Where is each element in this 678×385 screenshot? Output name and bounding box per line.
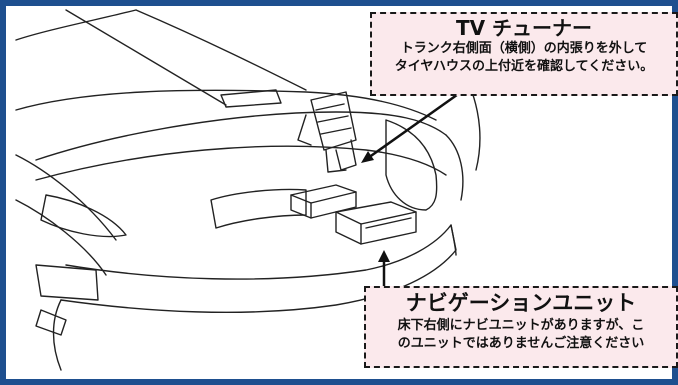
- right-tail-light: [385, 119, 438, 211]
- tv-tuner-desc-line2: タイヤハウスの上付近を確認してください。: [394, 59, 654, 74]
- left-reflector: [35, 264, 99, 301]
- roof-antenna: [220, 89, 282, 108]
- small-unit-box: [290, 184, 357, 219]
- navi-unit-desc-line1: 床下右側にナビユニットがありますが、こ: [397, 318, 645, 333]
- tv-tuner-callout: TV チューナー トランク右側面（横側）の内張りを外して タイヤハウスの上付近を…: [370, 12, 678, 96]
- navigation-unit-box: [335, 201, 417, 245]
- tv-tuner-desc-line1: トランク右側面（横側）の内張りを外して: [400, 41, 648, 56]
- left-body-line: [15, 154, 117, 276]
- navi-unit-callout: ナビゲーションユニット 床下右側にナビユニットがありますが、こ のユニットではあ…: [364, 286, 678, 368]
- tv-tuner-device: [297, 91, 357, 173]
- navi-unit-desc-line2: のユニットではありませんご注意ください: [397, 336, 645, 351]
- car-illustration: [15, 9, 481, 371]
- tv-leader-arrowhead: [361, 151, 374, 163]
- car-roof-outline: [15, 9, 307, 106]
- left-tail-light: [40, 194, 127, 238]
- trunk-edge: [35, 145, 447, 181]
- top-bar: [6, 0, 678, 6]
- navi-unit-title: ナビゲーションユニット: [405, 291, 637, 315]
- navi-leader-arrowhead: [378, 250, 390, 262]
- plate-recess: [210, 188, 307, 229]
- tv-tuner-title: TV チューナー: [455, 16, 593, 40]
- trunk-lid-outline: [35, 111, 447, 161]
